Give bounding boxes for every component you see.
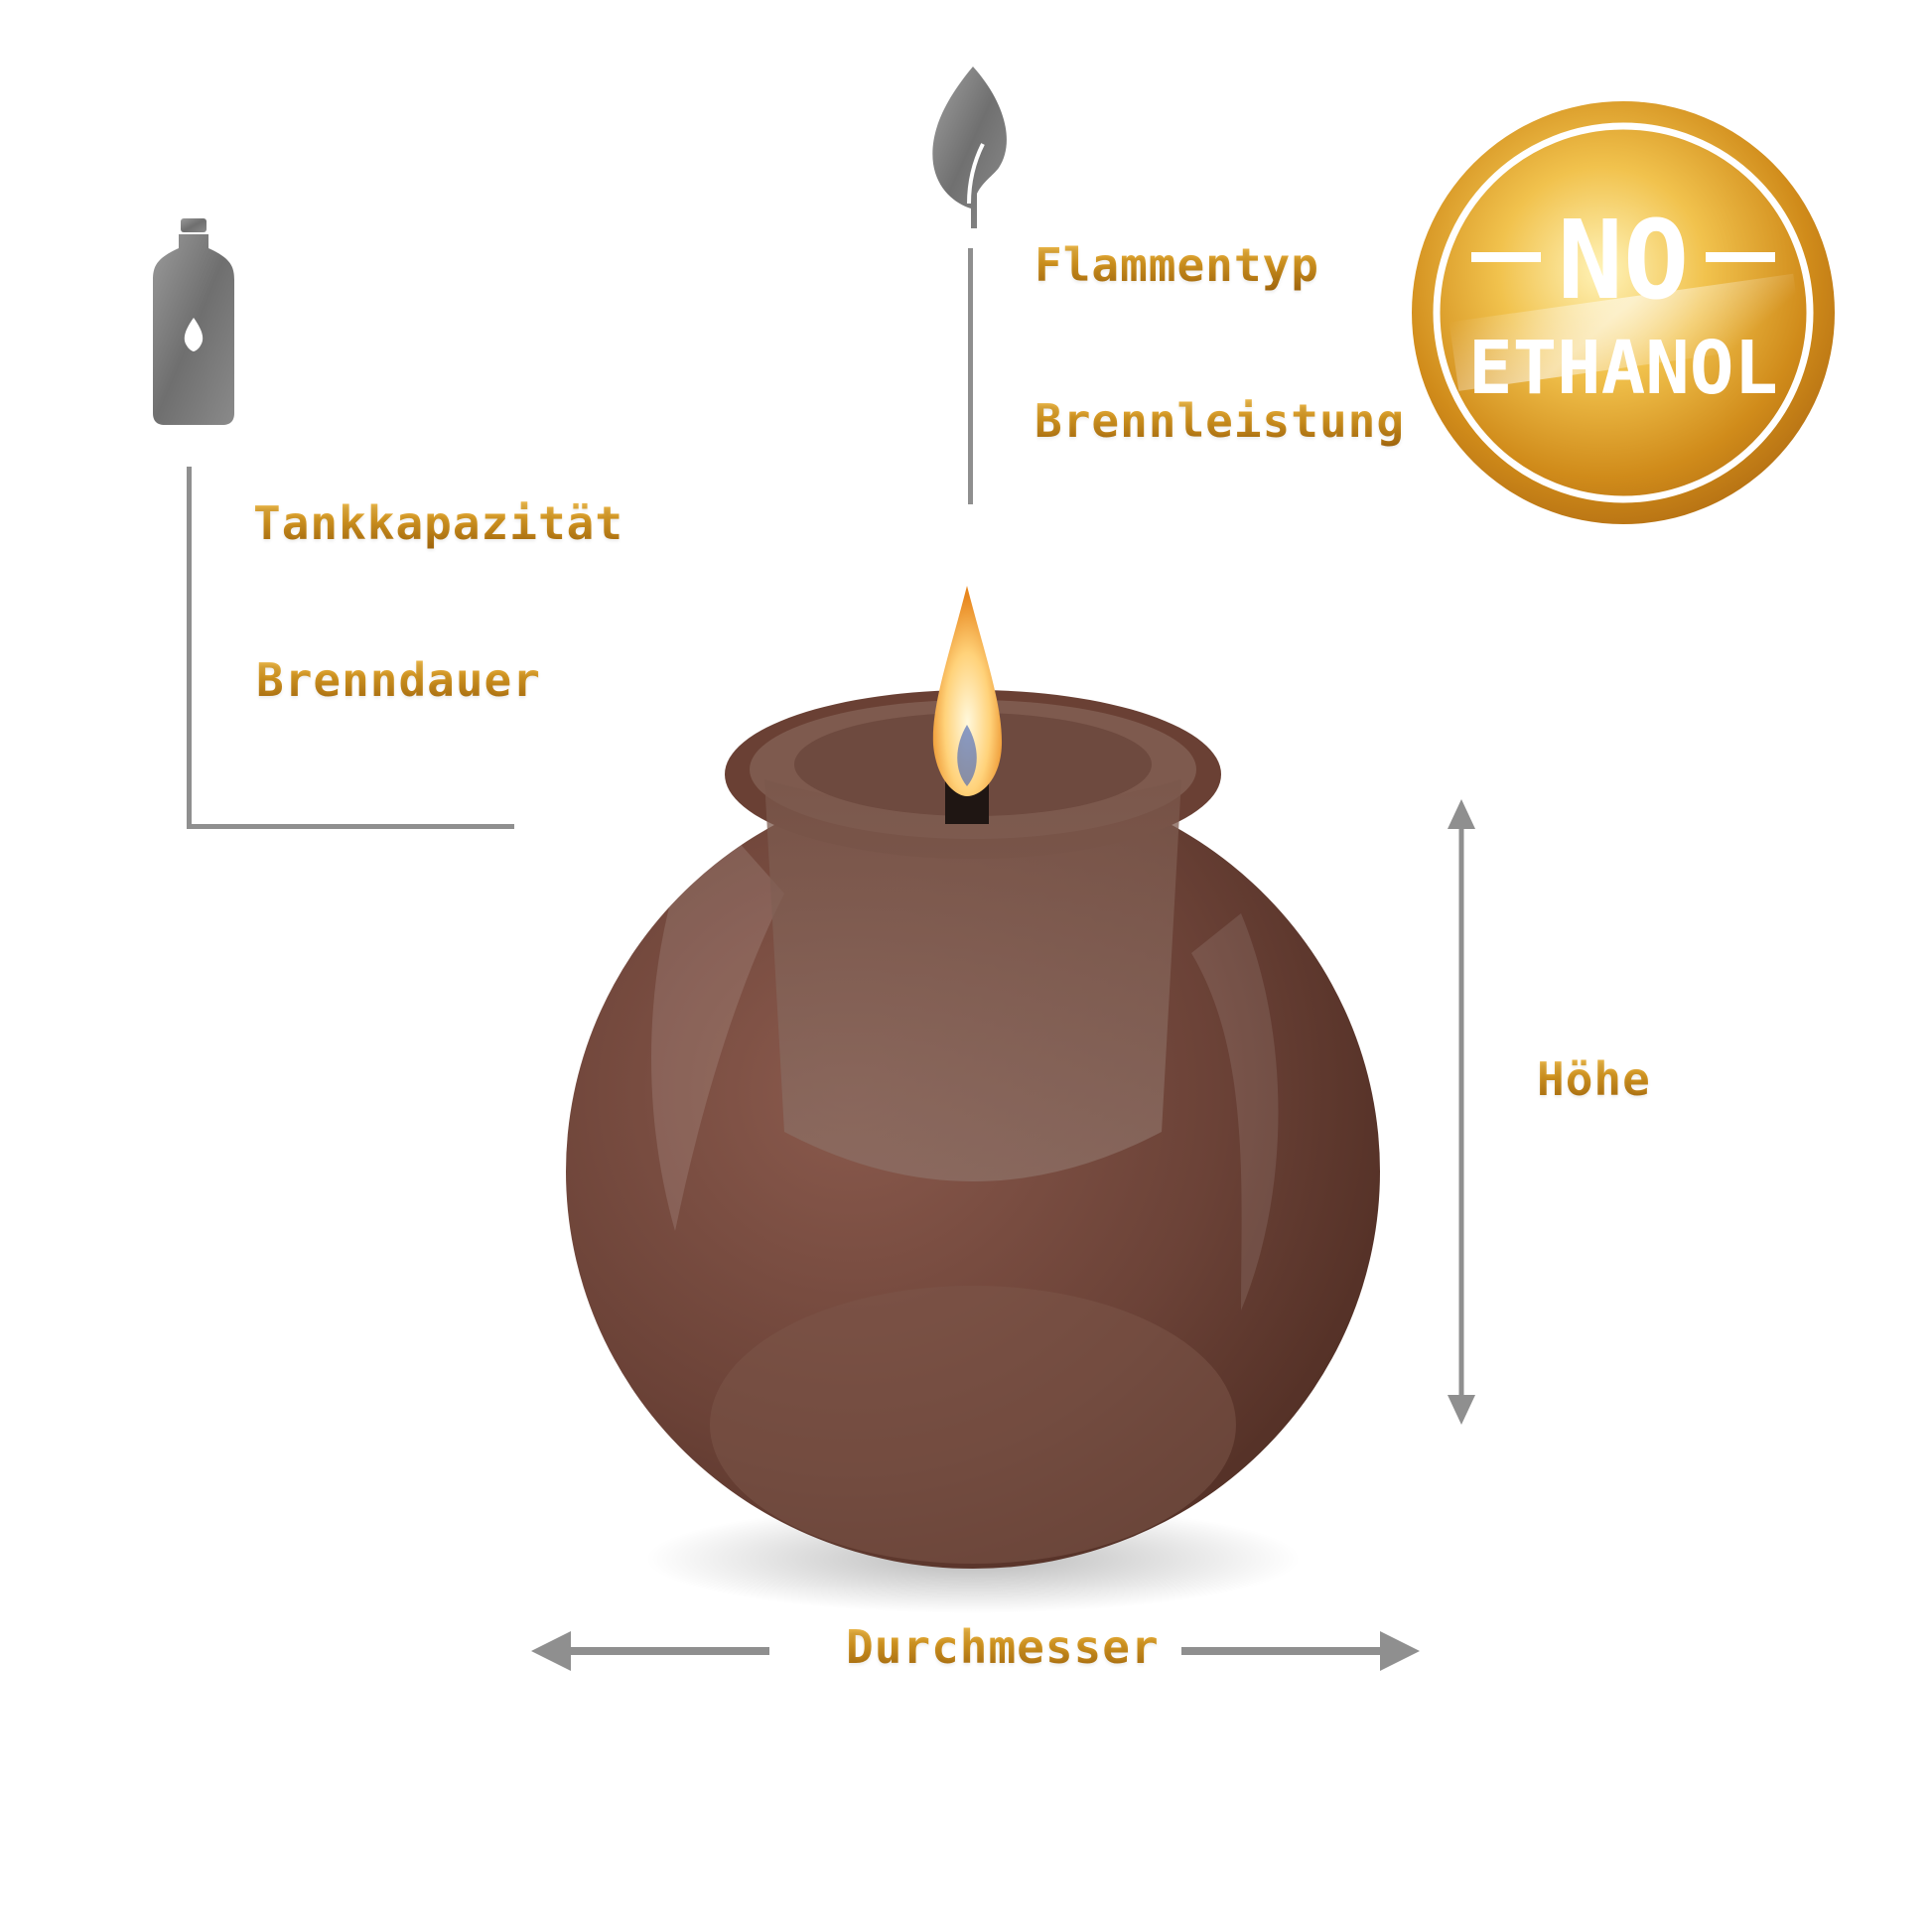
height-value: 12,5 cm <box>1519 1117 1661 1161</box>
tank-bracket-horizontal <box>187 824 514 829</box>
diameter-arrow-right <box>1181 1626 1420 1676</box>
flame-spec-line <box>968 248 973 504</box>
no-ethanol-badge: NO ETHANOL <box>1410 99 1837 526</box>
leaf-flame-icon <box>923 65 1023 228</box>
bottle-flame-icon <box>149 218 238 427</box>
flame-type-label: Flammentyp <box>1035 238 1319 292</box>
diameter-label: Durchmesser <box>846 1620 1160 1674</box>
tank-capacity-label: Tankkapazität <box>253 496 624 550</box>
badge-no-text: NO <box>1557 197 1690 324</box>
diameter-arrow-left <box>531 1626 769 1676</box>
candle-vessel-illustration <box>556 576 1390 1628</box>
badge-ethanol-text: ETHANOL <box>1468 326 1778 411</box>
tank-bracket-vertical <box>187 467 192 829</box>
burn-power-label: Brennleistung <box>1035 394 1406 448</box>
height-label: Höhe <box>1537 1052 1651 1106</box>
burn-time-label: Brenndauer <box>256 653 541 707</box>
height-arrow <box>1442 799 1481 1425</box>
